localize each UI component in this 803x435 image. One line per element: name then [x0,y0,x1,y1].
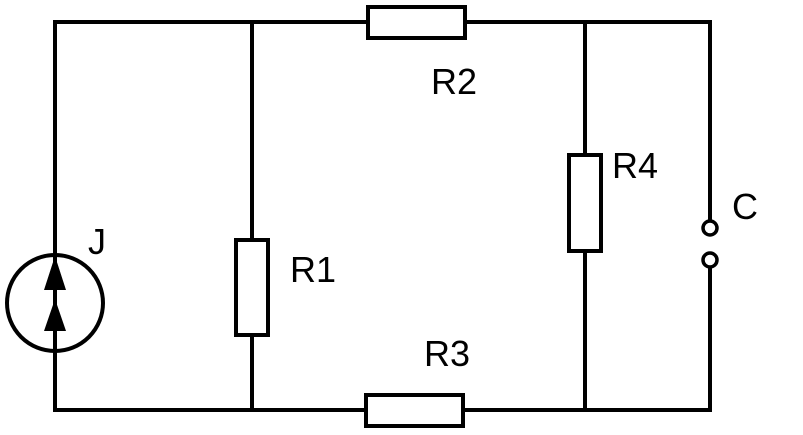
label-r2: R2 [431,61,477,102]
terminal-c-top [701,219,719,237]
resistor-r4 [567,153,603,253]
label-c: C [732,186,758,227]
resistor-r1 [234,238,270,337]
label-r1: R1 [290,249,336,290]
current-source-arrow-lower [44,299,66,331]
terminal-c-bottom [701,251,719,269]
current-source-j [5,253,105,353]
current-source-arrow-upper [44,256,66,290]
label-j: J [88,221,106,262]
wires [53,20,712,412]
resistor-r3 [364,393,465,428]
label-r4: R4 [612,145,658,186]
resistor-r2 [366,5,467,40]
label-r3: R3 [424,333,470,374]
